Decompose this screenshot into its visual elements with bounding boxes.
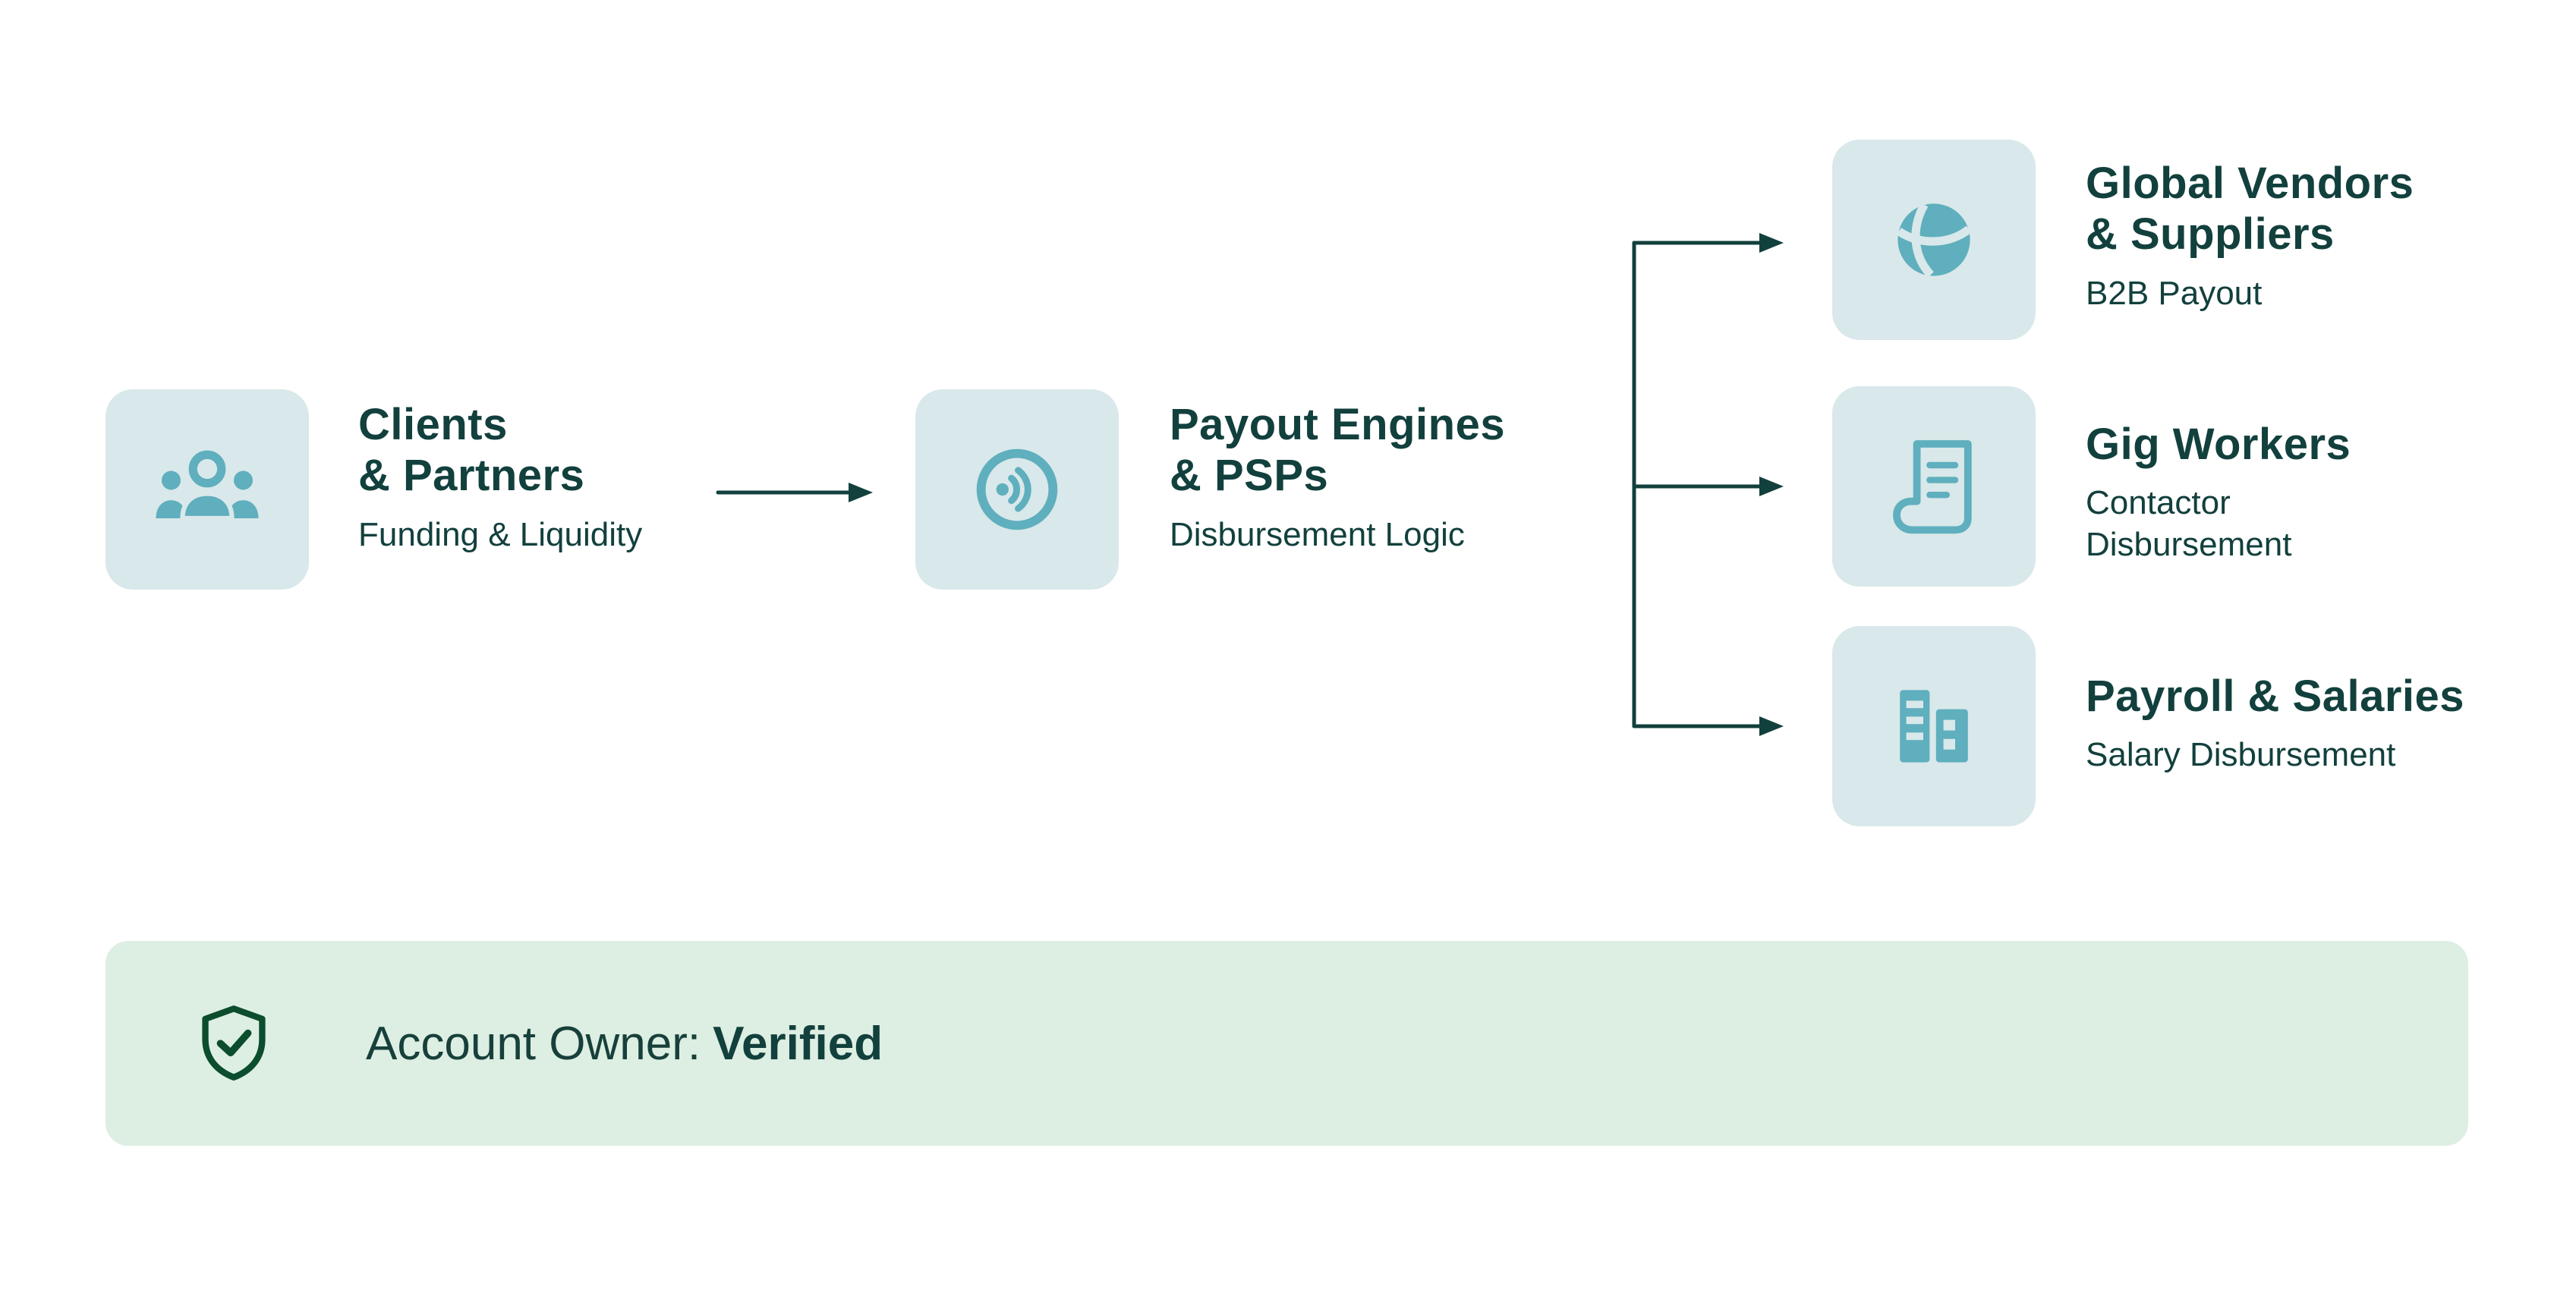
clients-title-line2: & Partners — [358, 451, 585, 501]
clients-tile — [105, 389, 309, 590]
verified-value: Verified — [713, 1017, 883, 1070]
payout-engines-tile — [915, 389, 1119, 590]
gig-workers-tile — [1832, 386, 2036, 587]
arrowhead-gig-workers — [1759, 477, 1784, 496]
payout-title-line2: & PSPs — [1170, 451, 1329, 501]
gig-title: Gig Workers — [2086, 420, 2351, 469]
vendors-title-line1: Global Vendors — [2086, 159, 2414, 208]
invoice-scroll-icon — [1881, 433, 1987, 540]
global-vendors-tile — [1832, 140, 2036, 340]
office-building-icon — [1881, 673, 1987, 779]
verified-banner: Account Owner:Verified — [105, 941, 2468, 1146]
payroll-tile — [1832, 626, 2036, 826]
clients-label: Clients & Partners Funding & Liquidity — [358, 399, 642, 555]
clients-title-line1: Clients — [358, 400, 508, 449]
payroll-subtitle: Salary Disbursement — [2086, 736, 2396, 774]
people-group-icon — [150, 442, 264, 537]
arrowhead-payroll — [1759, 716, 1784, 736]
shield-check-icon — [194, 1001, 273, 1086]
gig-subtitle-line1: Contactor — [2086, 484, 2231, 522]
payout-subtitle: Disbursement Logic — [1170, 515, 1465, 553]
payout-engines-label: Payout Engines & PSPs Disbursement Logic — [1170, 399, 1505, 555]
vendors-subtitle: B2B Payout — [2086, 274, 2263, 312]
payroll-title: Payroll & Salaries — [2086, 672, 2465, 721]
arrowhead-payout — [849, 483, 873, 502]
clients-subtitle: Funding & Liquidity — [358, 515, 643, 553]
vendors-title-line2: & Suppliers — [2086, 209, 2335, 260]
gig-workers-label: Gig Workers Contactor Disbursement — [2086, 419, 2351, 565]
payout-title-line1: Payout Engines — [1170, 400, 1506, 449]
payroll-label: Payroll & Salaries Salary Disbursement — [2086, 671, 2464, 776]
gig-subtitle-line2: Disbursement — [2086, 526, 2292, 564]
account-owner-label: Account Owner: — [366, 1017, 701, 1070]
global-vendors-label: Global Vendors & Suppliers B2B Payout — [2086, 158, 2414, 314]
globe-icon — [1881, 187, 1987, 293]
arrowhead-global-vendors — [1759, 233, 1784, 253]
account-owner-status: Account Owner:Verified — [366, 1017, 883, 1071]
contactless-payment-icon — [961, 433, 1073, 546]
